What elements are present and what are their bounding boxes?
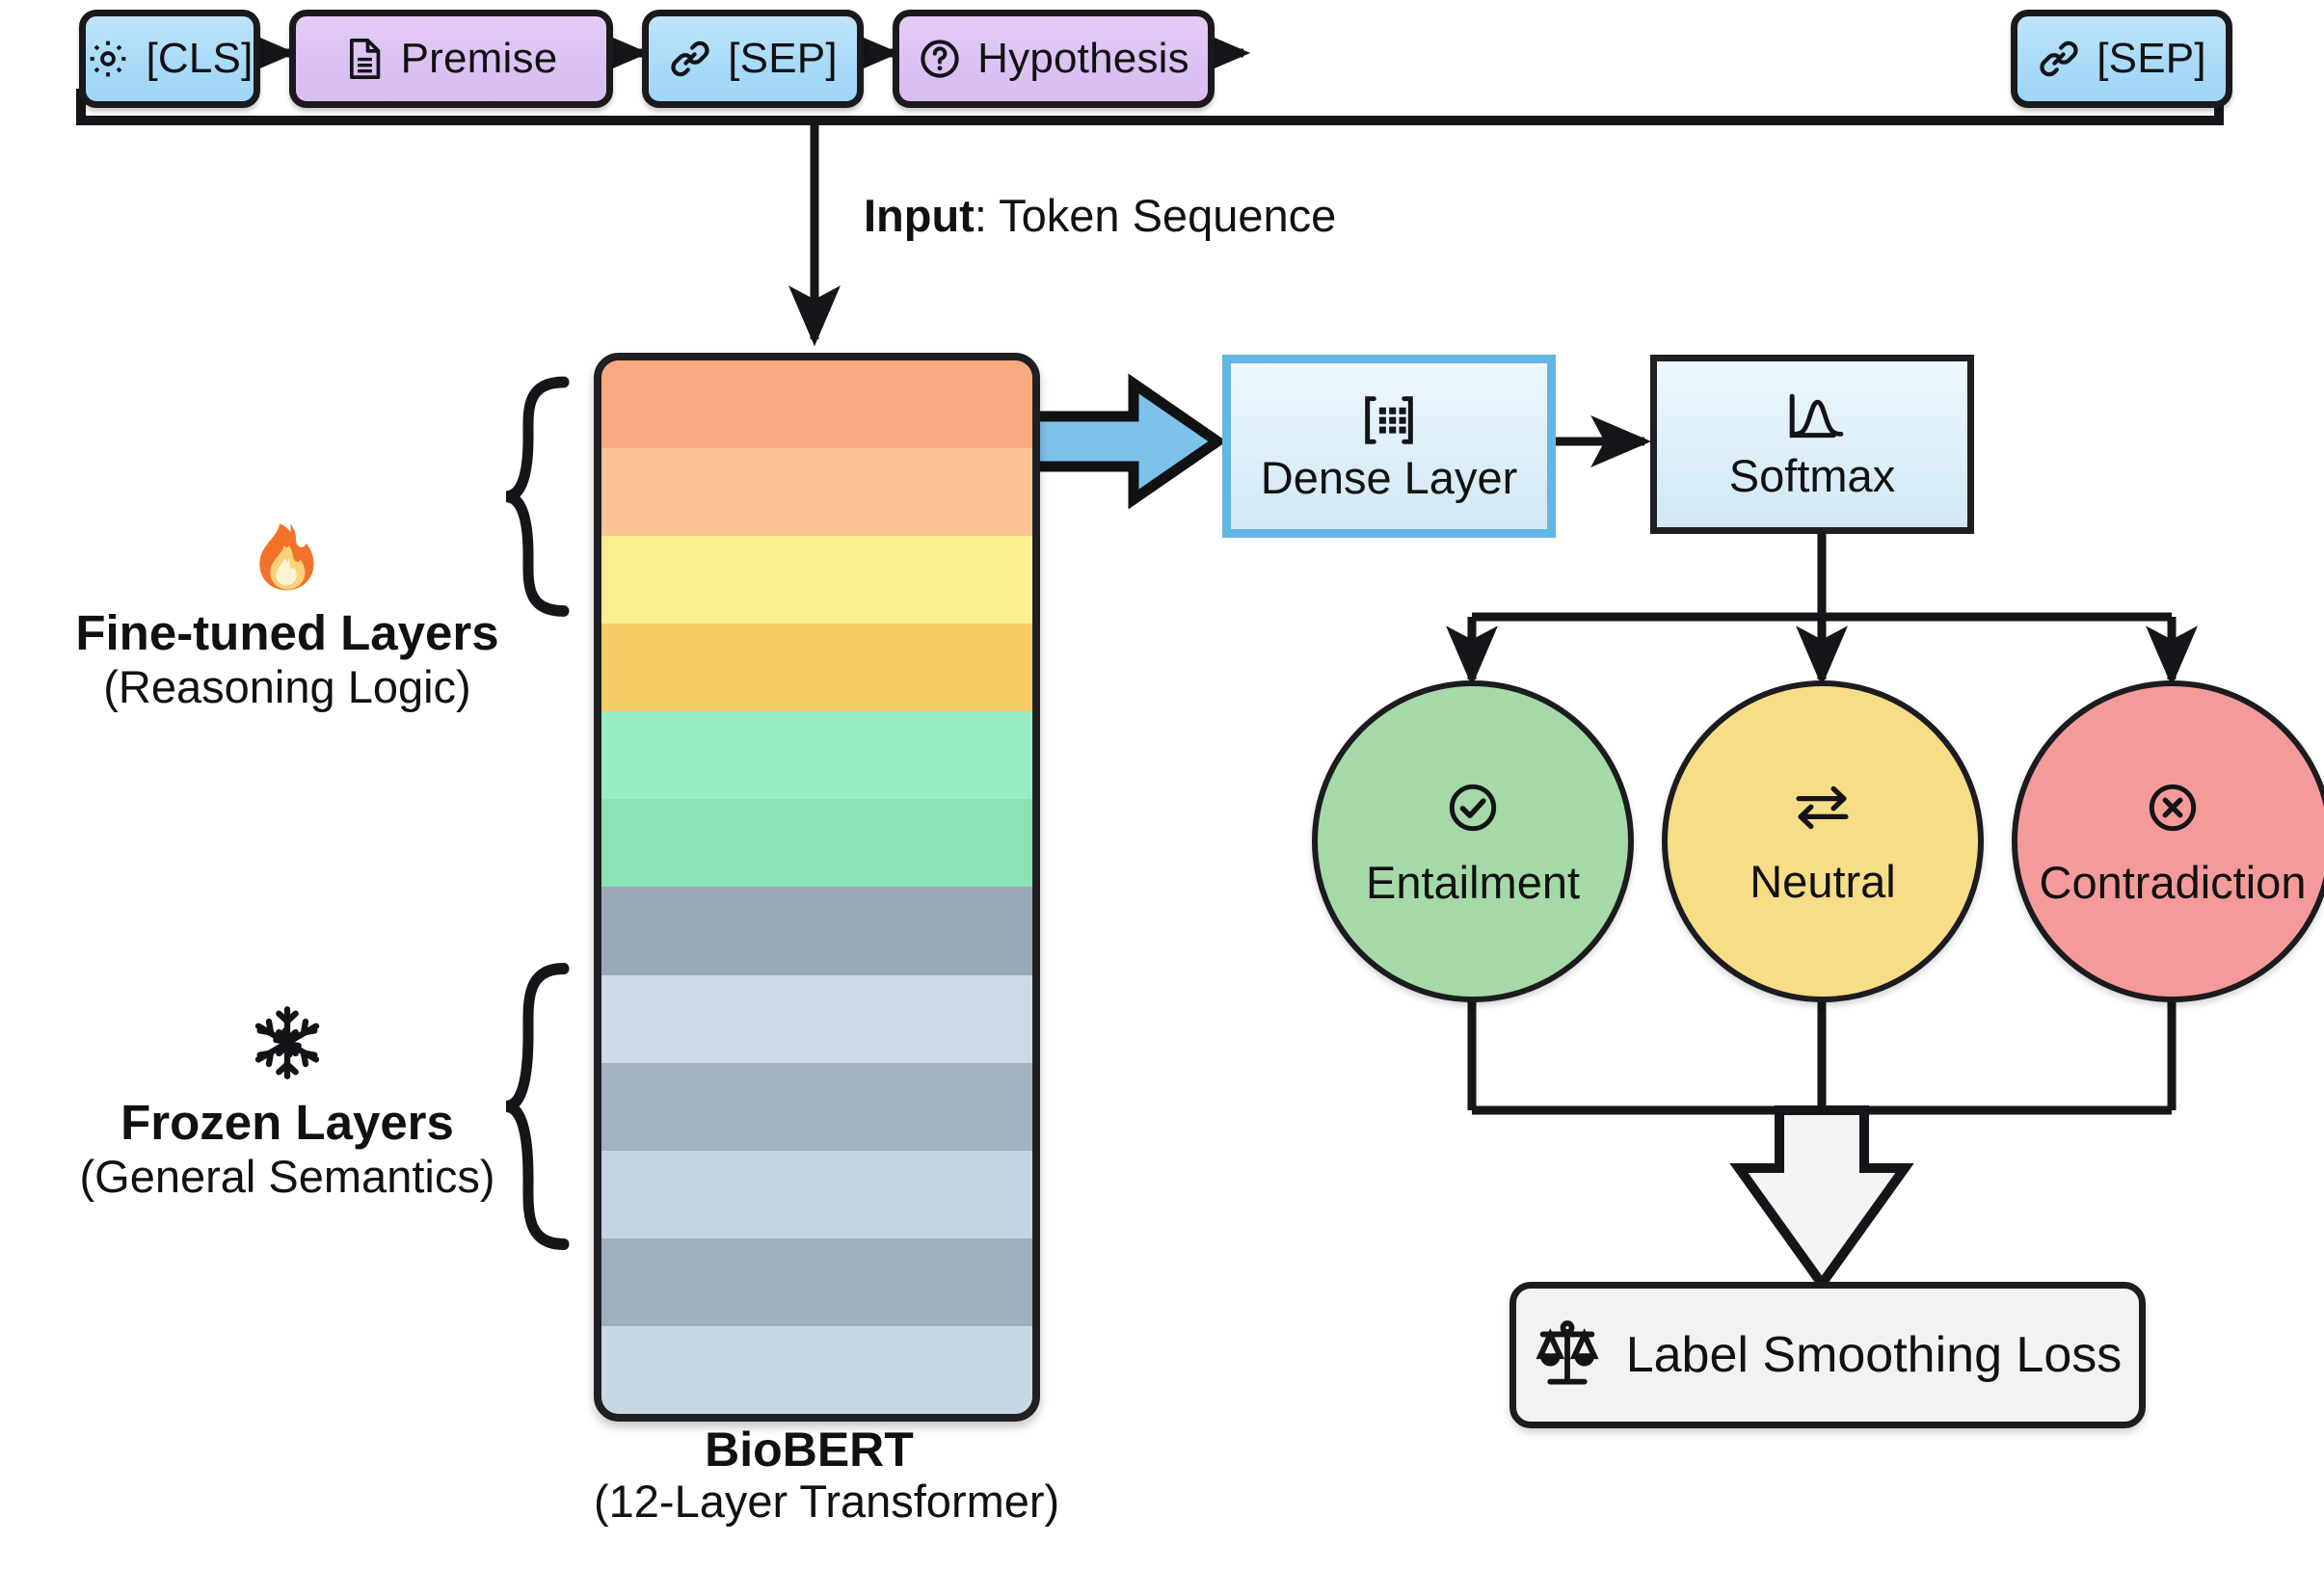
bidirectional-arrows-icon (1791, 779, 1855, 841)
transformer-layer-7 (601, 887, 1032, 975)
fine-tuned-brace (505, 376, 570, 617)
encoder-to-dense-arrow (1019, 373, 1227, 510)
matrix-grid-icon (1359, 392, 1419, 453)
token-box-cls[interactable]: [CLS] (79, 10, 260, 108)
link-icon (2037, 37, 2081, 81)
frozen-brace (505, 962, 570, 1251)
transformer-layer-10 (601, 1150, 1032, 1238)
biobert-layer-stack[interactable] (594, 353, 1040, 1422)
biobert-name: BioBERT (705, 1423, 914, 1477)
group-title: Frozen Layers (120, 1095, 454, 1150)
document-icon (345, 37, 386, 81)
distribution-curve-icon (1779, 390, 1845, 451)
transformer-layer-3 (601, 536, 1032, 625)
token-label: [SEP] (728, 35, 838, 82)
fire-icon (0, 520, 586, 605)
link-icon (668, 37, 712, 81)
group-subtitle: (General Semantics) (79, 1151, 495, 1203)
biobert-caption: BioBERT (12-Layer Transformer) (594, 1423, 1060, 1528)
transformer-layer-9 (601, 1062, 1032, 1151)
group-subtitle: (Reasoning Logic) (103, 661, 471, 713)
class-label: Contradiction (2039, 857, 2307, 908)
transformer-layer-8 (601, 974, 1032, 1063)
gear-icon (86, 37, 130, 81)
transformer-layer-11 (601, 1237, 1032, 1326)
group-title: Fine-tuned Layers (75, 605, 499, 660)
transformer-layer-2 (601, 448, 1032, 537)
token-label: Hypothesis (977, 35, 1189, 82)
group-label-fine-tuned: Fine-tuned Layers (Reasoning Logic) (0, 520, 586, 713)
transformer-layer-1 (601, 360, 1032, 449)
snowflake-icon (0, 1002, 586, 1095)
class-label: Entailment (1365, 857, 1581, 908)
check-circle-icon (1443, 778, 1503, 842)
input-caption: Input: Token Sequence (864, 189, 1336, 242)
token-label: [CLS] (146, 35, 254, 82)
question-circle-icon (918, 37, 962, 81)
token-box-sep-2[interactable]: [SEP] (2011, 10, 2232, 108)
dense-layer-box[interactable]: Dense Layer (1222, 355, 1556, 538)
transformer-layer-5 (601, 711, 1032, 800)
class-circle-entailment[interactable]: Entailment (1312, 680, 1634, 1002)
class-label: Neutral (1750, 856, 1896, 907)
token-label: Premise (400, 35, 558, 82)
class-circle-contradiction[interactable]: Contradiction (2012, 680, 2324, 1002)
merge-to-loss-arrow (1729, 1105, 1914, 1292)
input-caption-bold: Input (864, 190, 975, 241)
input-caption-rest: : Token Sequence (974, 190, 1337, 241)
token-label: [SEP] (2097, 35, 2206, 82)
biobert-subtitle: (12-Layer Transformer) (594, 1476, 1060, 1527)
softmax-fanout (1446, 526, 2198, 687)
loss-label: Label Smoothing Loss (1625, 1327, 2123, 1383)
x-circle-icon (2143, 778, 2203, 842)
transformer-layer-4 (601, 624, 1032, 712)
class-circle-neutral[interactable]: Neutral (1662, 680, 1984, 1002)
token-box-sep-1[interactable]: [SEP] (642, 10, 864, 108)
softmax-label: Softmax (1728, 450, 1896, 501)
softmax-box[interactable]: Softmax (1650, 355, 1974, 534)
classes-merge-lines (1467, 996, 2177, 1115)
group-label-frozen: Frozen Layers (General Semantics) (0, 1002, 586, 1203)
transformer-layer-12 (601, 1325, 1032, 1414)
token-box-hypothesis[interactable]: Hypothesis (893, 10, 1215, 108)
transformer-layer-6 (601, 799, 1032, 888)
scales-balance-icon (1534, 1317, 1601, 1394)
token-box-premise[interactable]: Premise (289, 10, 613, 108)
dense-layer-label: Dense Layer (1260, 452, 1518, 503)
loss-box[interactable]: Label Smoothing Loss (1509, 1282, 2146, 1428)
